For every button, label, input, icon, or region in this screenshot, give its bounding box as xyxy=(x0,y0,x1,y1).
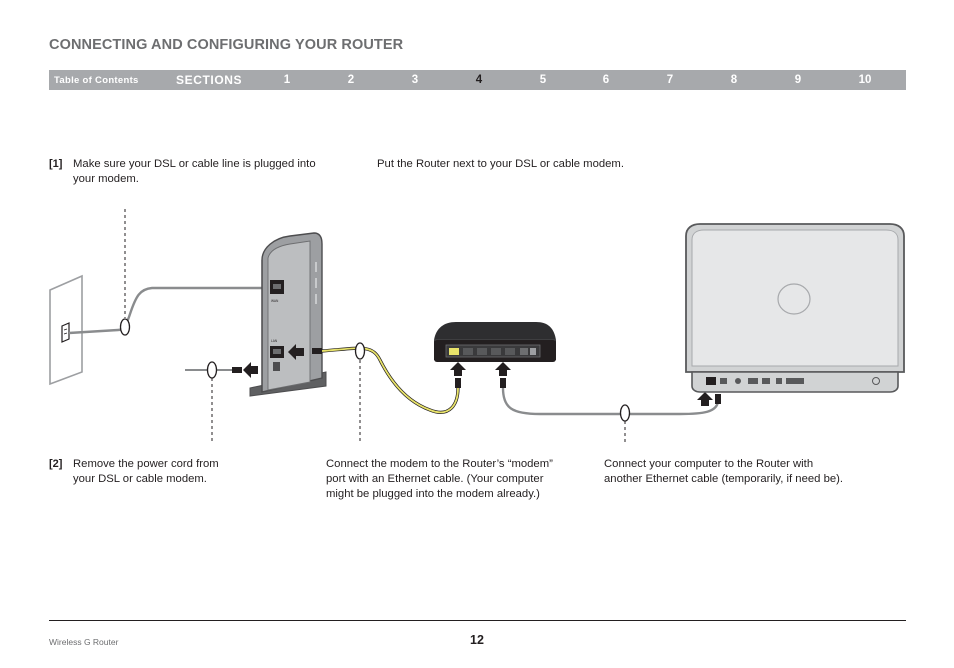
step-2-text-line: might be plugged into the modem already.… xyxy=(326,488,540,500)
cable-marker-icon xyxy=(206,361,218,379)
page-number: 12 xyxy=(470,633,484,647)
ethernet-plug-icon xyxy=(455,378,461,388)
step-2-text-line: Connect your computer to the Router with xyxy=(604,458,814,470)
step-1-text-line: your modem. xyxy=(73,173,139,185)
arrow-up-icon xyxy=(697,392,713,406)
ethernet-plug-icon xyxy=(715,394,721,404)
cable-marker-icon xyxy=(354,342,366,360)
footer-product-name: Wireless G Router xyxy=(49,637,119,647)
modem-wan-label: WAN xyxy=(271,299,279,303)
nav-section-8-link[interactable]: 8 xyxy=(730,74,738,86)
dsl-line-cable xyxy=(68,286,272,335)
arrow-left-icon xyxy=(288,344,304,360)
nav-section-4-link[interactable]: 4 xyxy=(475,74,483,86)
laptop-computer-icon xyxy=(685,223,905,393)
ethernet-plug-icon xyxy=(500,378,506,388)
step-2-number: [2] xyxy=(49,458,63,470)
footer-divider xyxy=(49,620,906,621)
section-nav-bar: Table of Contents SECTIONS 1 2 3 4 5 6 7… xyxy=(49,70,906,90)
nav-sections-label: SECTIONS xyxy=(176,73,243,87)
nav-section-2-link[interactable]: 2 xyxy=(347,74,355,86)
step-2-text-line: Connect the modem to the Router’s “modem… xyxy=(326,458,553,470)
nav-section-3-link[interactable]: 3 xyxy=(411,74,419,86)
modem-device-icon: WAN LAN xyxy=(249,232,327,397)
step-1-text-line: Make sure your DSL or cable line is plug… xyxy=(73,158,316,170)
nav-section-1-link[interactable]: 1 xyxy=(283,74,291,86)
step-1-router-placement-text: Put the Router next to your DSL or cable… xyxy=(377,158,624,170)
cable-marker-icon xyxy=(619,404,631,422)
nav-section-7-link[interactable]: 7 xyxy=(666,74,674,86)
arrow-left-icon xyxy=(243,362,258,378)
arrow-up-icon xyxy=(495,362,511,376)
ethernet-cable-gray xyxy=(501,387,720,416)
modem-lan-label: LAN xyxy=(271,339,278,343)
nav-section-10-link[interactable]: 10 xyxy=(858,74,872,86)
step-2-text-line: port with an Ethernet cable. (Your compu… xyxy=(326,473,544,485)
cable-marker-icon xyxy=(119,318,131,336)
step-2-text-line: another Ethernet cable (temporarily, if … xyxy=(604,473,844,485)
step-2-text-line: your DSL or cable modem. xyxy=(73,473,207,485)
page-section-title: CONNECTING AND CONFIGURING YOUR ROUTER xyxy=(49,37,404,53)
step-2-text-line: Remove the power cord from xyxy=(73,458,219,470)
nav-section-6-link[interactable]: 6 xyxy=(602,74,610,86)
power-plug-icon xyxy=(232,367,242,373)
step-2-power-text: Remove the power cord from your DSL or c… xyxy=(73,457,219,487)
step-1-text: Make sure your DSL or cable line is plug… xyxy=(73,157,316,187)
step-1-number: [1] xyxy=(49,158,63,170)
nav-table-of-contents-link[interactable]: Table of Contents xyxy=(54,75,139,86)
nav-section-5-link[interactable]: 5 xyxy=(539,74,547,86)
ethernet-plug-icon xyxy=(312,348,322,354)
step-2-computer-text: Connect your computer to the Router with… xyxy=(604,457,843,487)
nav-section-9-link[interactable]: 9 xyxy=(794,74,802,86)
wall-jack-icon xyxy=(49,274,83,386)
arrow-up-icon xyxy=(450,362,466,376)
router-device-icon xyxy=(434,322,556,362)
step-2-modem-text: Connect the modem to the Router’s “modem… xyxy=(326,457,553,502)
